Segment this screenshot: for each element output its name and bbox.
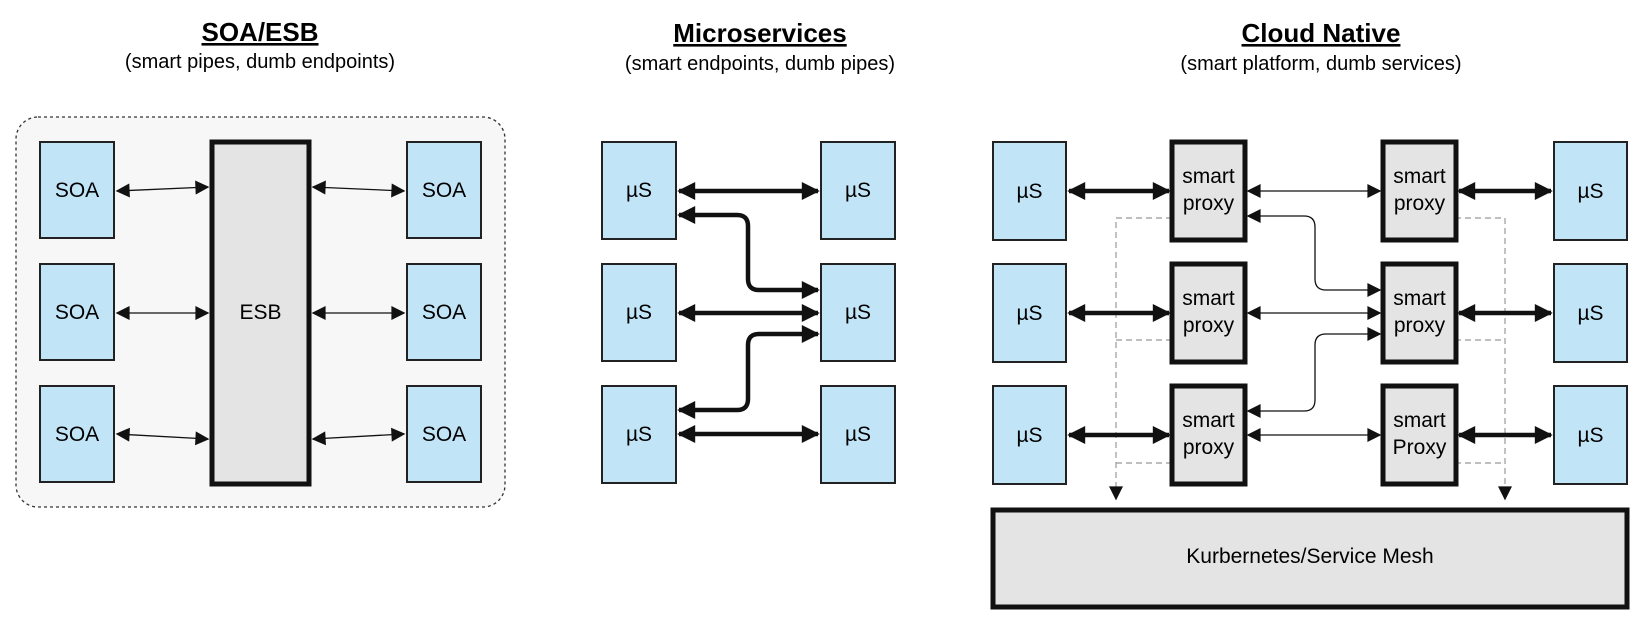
soa-node-label: SOA: [422, 423, 466, 446]
smart-proxy: smart proxy: [1380, 261, 1459, 365]
smart-proxy: smart proxy: [1169, 261, 1248, 365]
proxy-platform-link: [1455, 217, 1512, 501]
proxy-label-line1: smart: [1182, 165, 1235, 188]
soa-node-label: SOA: [422, 179, 466, 202]
microservice-node: µS: [601, 385, 677, 484]
proxy-label-line2: Proxy: [1393, 436, 1447, 459]
soa-subtitle: (smart pipes, dumb endpoints): [125, 51, 395, 73]
proxy-label-line2: proxy: [1394, 192, 1446, 215]
soa-node: SOA: [39, 263, 115, 361]
proxy-label-line1: smart: [1393, 409, 1446, 432]
microservices-panel: Microservices (smart endpoints, dumb pip…: [601, 18, 896, 484]
microservice-label: µS: [1577, 302, 1603, 325]
microservice-label: µS: [626, 301, 652, 324]
smart-proxy: smart proxy: [1169, 139, 1248, 243]
soa-esb-connector: [311, 427, 406, 446]
proxy-platform-link: [1109, 217, 1172, 501]
microservice-node: µS: [992, 141, 1067, 241]
soa-node: SOA: [406, 263, 482, 361]
soa-esb-panel: SOA/ESB (smart pipes, dumb endpoints) ES…: [15, 17, 506, 508]
soa-node: SOA: [39, 141, 115, 239]
soa-node: SOA: [406, 385, 482, 483]
soa-node-label: SOA: [55, 301, 99, 324]
microservice-label: µS: [1577, 424, 1603, 447]
microservices-subtitle: (smart endpoints, dumb pipes): [625, 53, 895, 75]
microservice-label: µS: [626, 179, 652, 202]
microservice-node: µS: [1553, 385, 1628, 485]
smart-proxy: smart proxy: [1380, 139, 1459, 243]
cloud-native-panel: Cloud Native (smart platform, dumb servi…: [990, 18, 1630, 610]
proxy-proxy-connector: [1246, 209, 1382, 297]
soa-node-label: SOA: [55, 179, 99, 202]
microservice-label: µS: [845, 423, 871, 446]
service-mesh-platform: [990, 507, 1630, 610]
smart-proxy: smart proxy: [1169, 383, 1248, 487]
proxy-label-line2: proxy: [1394, 314, 1446, 337]
proxy-label-line1: smart: [1393, 165, 1446, 188]
microservices-title: Microservices: [673, 18, 846, 48]
cloud-native-title: Cloud Native: [1242, 18, 1401, 48]
esb-label: ESB: [239, 301, 281, 324]
soa-node-label: SOA: [55, 423, 99, 446]
microservice-node: µS: [992, 385, 1067, 485]
soa-node: SOA: [406, 141, 482, 239]
microservice-node: µS: [1553, 263, 1628, 363]
proxy-label-line1: smart: [1182, 409, 1235, 432]
microservice-label: µS: [845, 301, 871, 324]
proxy-label-line1: smart: [1393, 287, 1446, 310]
microservice-node: µS: [601, 141, 677, 240]
proxy-label-line2: proxy: [1183, 436, 1235, 459]
soa-esb-connector: [311, 180, 406, 198]
soa-node-label: SOA: [422, 301, 466, 324]
soa-esb-connector: [115, 180, 210, 198]
microservice-node: µS: [820, 141, 896, 240]
microservice-label: µS: [1577, 180, 1603, 203]
microservice-node: µS: [992, 263, 1067, 363]
microservice-node: µS: [820, 263, 896, 362]
proxy-label-line1: smart: [1182, 287, 1235, 310]
cloud-native-subtitle: (smart platform, dumb services): [1180, 53, 1461, 75]
proxy-label-line2: proxy: [1183, 192, 1235, 215]
microservice-node: µS: [601, 263, 677, 362]
soa-title: SOA/ESB: [201, 17, 318, 47]
microservice-connector: [677, 325, 820, 419]
microservice-label: µS: [626, 423, 652, 446]
proxy-proxy-connector: [1246, 327, 1382, 418]
service-mesh-label: Kurbernetes/Service Mesh: [1186, 545, 1433, 568]
microservice-node: µS: [1553, 141, 1628, 241]
soa-esb-connector: [115, 427, 210, 446]
microservice-label: µS: [1016, 180, 1042, 203]
proxy-label-line2: proxy: [1183, 314, 1235, 337]
microservice-connector: [677, 206, 820, 299]
microservice-label: µS: [1016, 302, 1042, 325]
esb-bus: [209, 139, 312, 487]
microservice-label: µS: [1016, 424, 1042, 447]
soa-node: SOA: [39, 385, 115, 483]
microservice-label: µS: [845, 179, 871, 202]
microservice-node: µS: [820, 385, 896, 484]
